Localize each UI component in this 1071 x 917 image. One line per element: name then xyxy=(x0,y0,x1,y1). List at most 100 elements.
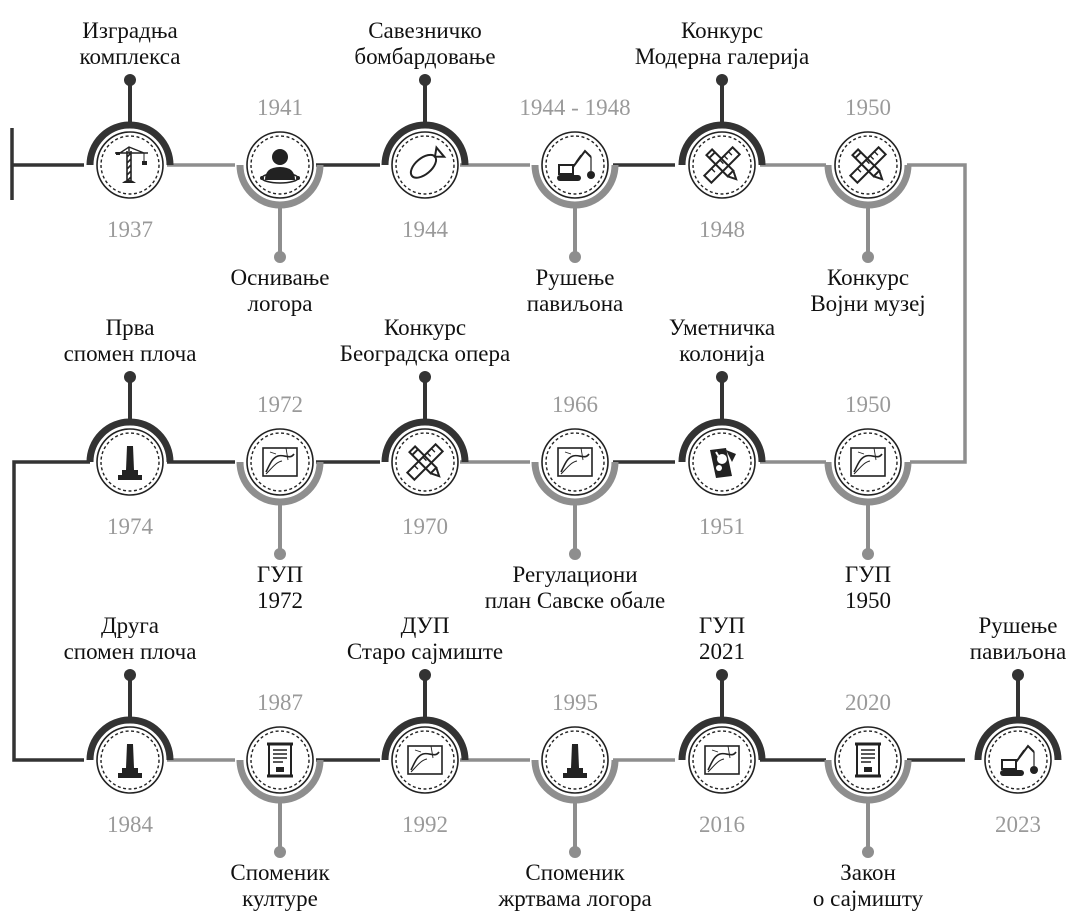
event-label-line: Савезничко xyxy=(368,18,482,43)
node-year: 1970 xyxy=(402,514,448,539)
node-year: 1941 xyxy=(257,95,303,120)
event-label-line: павиљона xyxy=(970,639,1066,664)
node-arc xyxy=(86,716,174,761)
node-arc xyxy=(824,461,912,506)
event-label-line: спомен плоча xyxy=(64,639,197,664)
event-label-line: ГУП xyxy=(845,562,891,587)
node-year: 1992 xyxy=(402,812,448,837)
node-dashed-ring xyxy=(692,135,752,195)
node-arc xyxy=(678,418,766,463)
event-label-line: 1972 xyxy=(257,588,303,613)
event-label-line: културе xyxy=(242,886,318,911)
event-label-line: Војни музеј xyxy=(810,291,925,316)
node-year: 1937 xyxy=(107,217,153,242)
event-label-line: план Савске обале xyxy=(485,588,665,613)
node-year: 1944 xyxy=(402,217,449,242)
node-dashed-ring xyxy=(250,730,310,790)
node-arc xyxy=(531,164,619,209)
node-arc xyxy=(236,164,324,209)
event-stem-dot xyxy=(419,669,431,681)
event-stem-dot xyxy=(716,371,728,383)
event-stem-dot xyxy=(274,846,286,858)
event-label-line: павиљона xyxy=(527,291,623,316)
connectors xyxy=(10,128,967,762)
node-year: 1950 xyxy=(845,392,891,417)
node-arc xyxy=(381,716,469,761)
node-year: 2016 xyxy=(699,812,745,837)
node-dashed-ring xyxy=(838,432,898,492)
event-stem-dot xyxy=(274,251,286,263)
node-dashed-ring xyxy=(545,432,605,492)
node-year: 2023 xyxy=(995,812,1041,837)
event-label-line: Конкурс xyxy=(681,18,763,43)
node-arc xyxy=(678,121,766,166)
node-year: 1944 - 1948 xyxy=(519,95,630,120)
node-circle xyxy=(391,428,459,496)
event-label-line: спомен плоча xyxy=(64,341,197,366)
node-year: 1950 xyxy=(845,95,891,120)
node-year: 2020 xyxy=(845,690,891,715)
node-circle xyxy=(834,131,902,199)
event-label-line: ГУП xyxy=(257,562,303,587)
node-year: 1995 xyxy=(552,690,598,715)
node-year: 1972 xyxy=(257,392,303,417)
event-label-line: Споменик xyxy=(230,860,330,885)
event-label-line: Регулациони xyxy=(512,562,637,587)
connector-r1-r2 xyxy=(907,163,967,464)
event-stem-dot xyxy=(419,74,431,86)
event-label-line: бомбардовање xyxy=(354,44,495,69)
event-label-line: логора xyxy=(247,291,312,316)
event-label-line: Уметничка xyxy=(669,315,775,340)
event-label-line: Споменик xyxy=(525,860,625,885)
node-arc xyxy=(86,418,174,463)
event-stem-dot xyxy=(124,371,136,383)
node-arc xyxy=(86,121,174,166)
node-arc xyxy=(531,461,619,506)
node-dashed-ring xyxy=(100,730,160,790)
event-stem-dot xyxy=(716,669,728,681)
node-arc xyxy=(824,759,912,804)
event-label-line: колонија xyxy=(679,341,764,366)
connector-r2-r3 xyxy=(12,460,90,762)
node-arc xyxy=(381,121,469,166)
node-dashed-ring xyxy=(100,432,160,492)
event-label-line: жртвама логора xyxy=(497,886,651,911)
node-dashed-ring xyxy=(100,135,160,195)
event-stem-dot xyxy=(274,548,286,560)
event-label-line: ГУП xyxy=(699,613,745,638)
event-label-line: Конкурс xyxy=(827,265,909,290)
event-label-line: комплекса xyxy=(80,44,181,69)
event-label-line: Друга xyxy=(101,613,159,638)
event-stem-dot xyxy=(569,548,581,560)
node-dashed-ring xyxy=(692,730,752,790)
node-dashed-ring xyxy=(545,730,605,790)
event-label-line: 2021 xyxy=(699,639,745,664)
node-circle xyxy=(688,131,756,199)
node-dashed-ring xyxy=(545,135,605,195)
event-label-line: 1950 xyxy=(845,588,891,613)
event-stem-dot xyxy=(1012,669,1024,681)
event-label-line: о сајмишту xyxy=(813,886,924,911)
event-label-line: Београдска опера xyxy=(340,341,510,366)
event-stem-dot xyxy=(862,548,874,560)
node-arc xyxy=(381,418,469,463)
event-label-line: ДУП xyxy=(401,613,450,638)
event-stem-dot xyxy=(716,74,728,86)
node-dashed-ring xyxy=(838,730,898,790)
timeline-nodes: 1937Изградњакомплекса1941Оснивањелогора1… xyxy=(64,18,1067,911)
node-year: 1966 xyxy=(552,392,598,417)
